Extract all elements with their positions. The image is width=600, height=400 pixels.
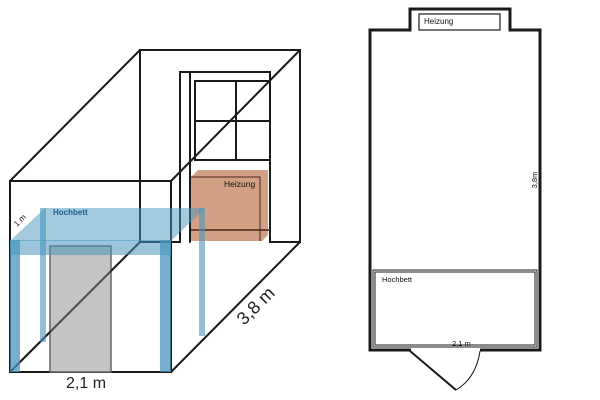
plan-width-label: 2,1 m: [452, 339, 471, 348]
plan-heater: [418, 13, 501, 31]
heater: Heizung: [191, 170, 270, 241]
bed-surface: [10, 208, 205, 241]
door: [49, 245, 112, 373]
bed-leg: [40, 208, 46, 342]
bed-front-beam: [10, 240, 171, 255]
floor-plan: Heizung Hochbett 2,1 m 3,8m: [368, 7, 542, 391]
plan-length-label: 3,8m: [530, 172, 539, 189]
window: [194, 80, 271, 161]
length-label: 3,8 m: [233, 283, 279, 329]
door-swing: [409, 350, 481, 391]
plan-bed: [372, 269, 538, 348]
back-wall: [139, 49, 301, 243]
bed-leg: [10, 240, 20, 372]
bed-label: Hochbett: [53, 208, 88, 217]
floor-edge-right: [170, 241, 301, 373]
bed-leg: [199, 208, 205, 336]
plan-bed-label: Hochbett: [382, 275, 413, 284]
room-outline: [368, 7, 542, 352]
heater-label: Heizung: [224, 179, 255, 189]
perspective-view: Heizung Hochbett 1 m 2,1 m 3,8 m: [9, 49, 301, 392]
ceiling-edge-right: [170, 49, 301, 182]
loft-bed: Hochbett 1 m: [10, 208, 205, 372]
plan-heater-label: Heizung: [424, 17, 453, 26]
bed-height-label: 1 m: [12, 212, 28, 228]
width-label: 2,1 m: [66, 375, 106, 392]
ceiling-edge-left: [9, 49, 141, 182]
bed-leg: [160, 240, 171, 372]
